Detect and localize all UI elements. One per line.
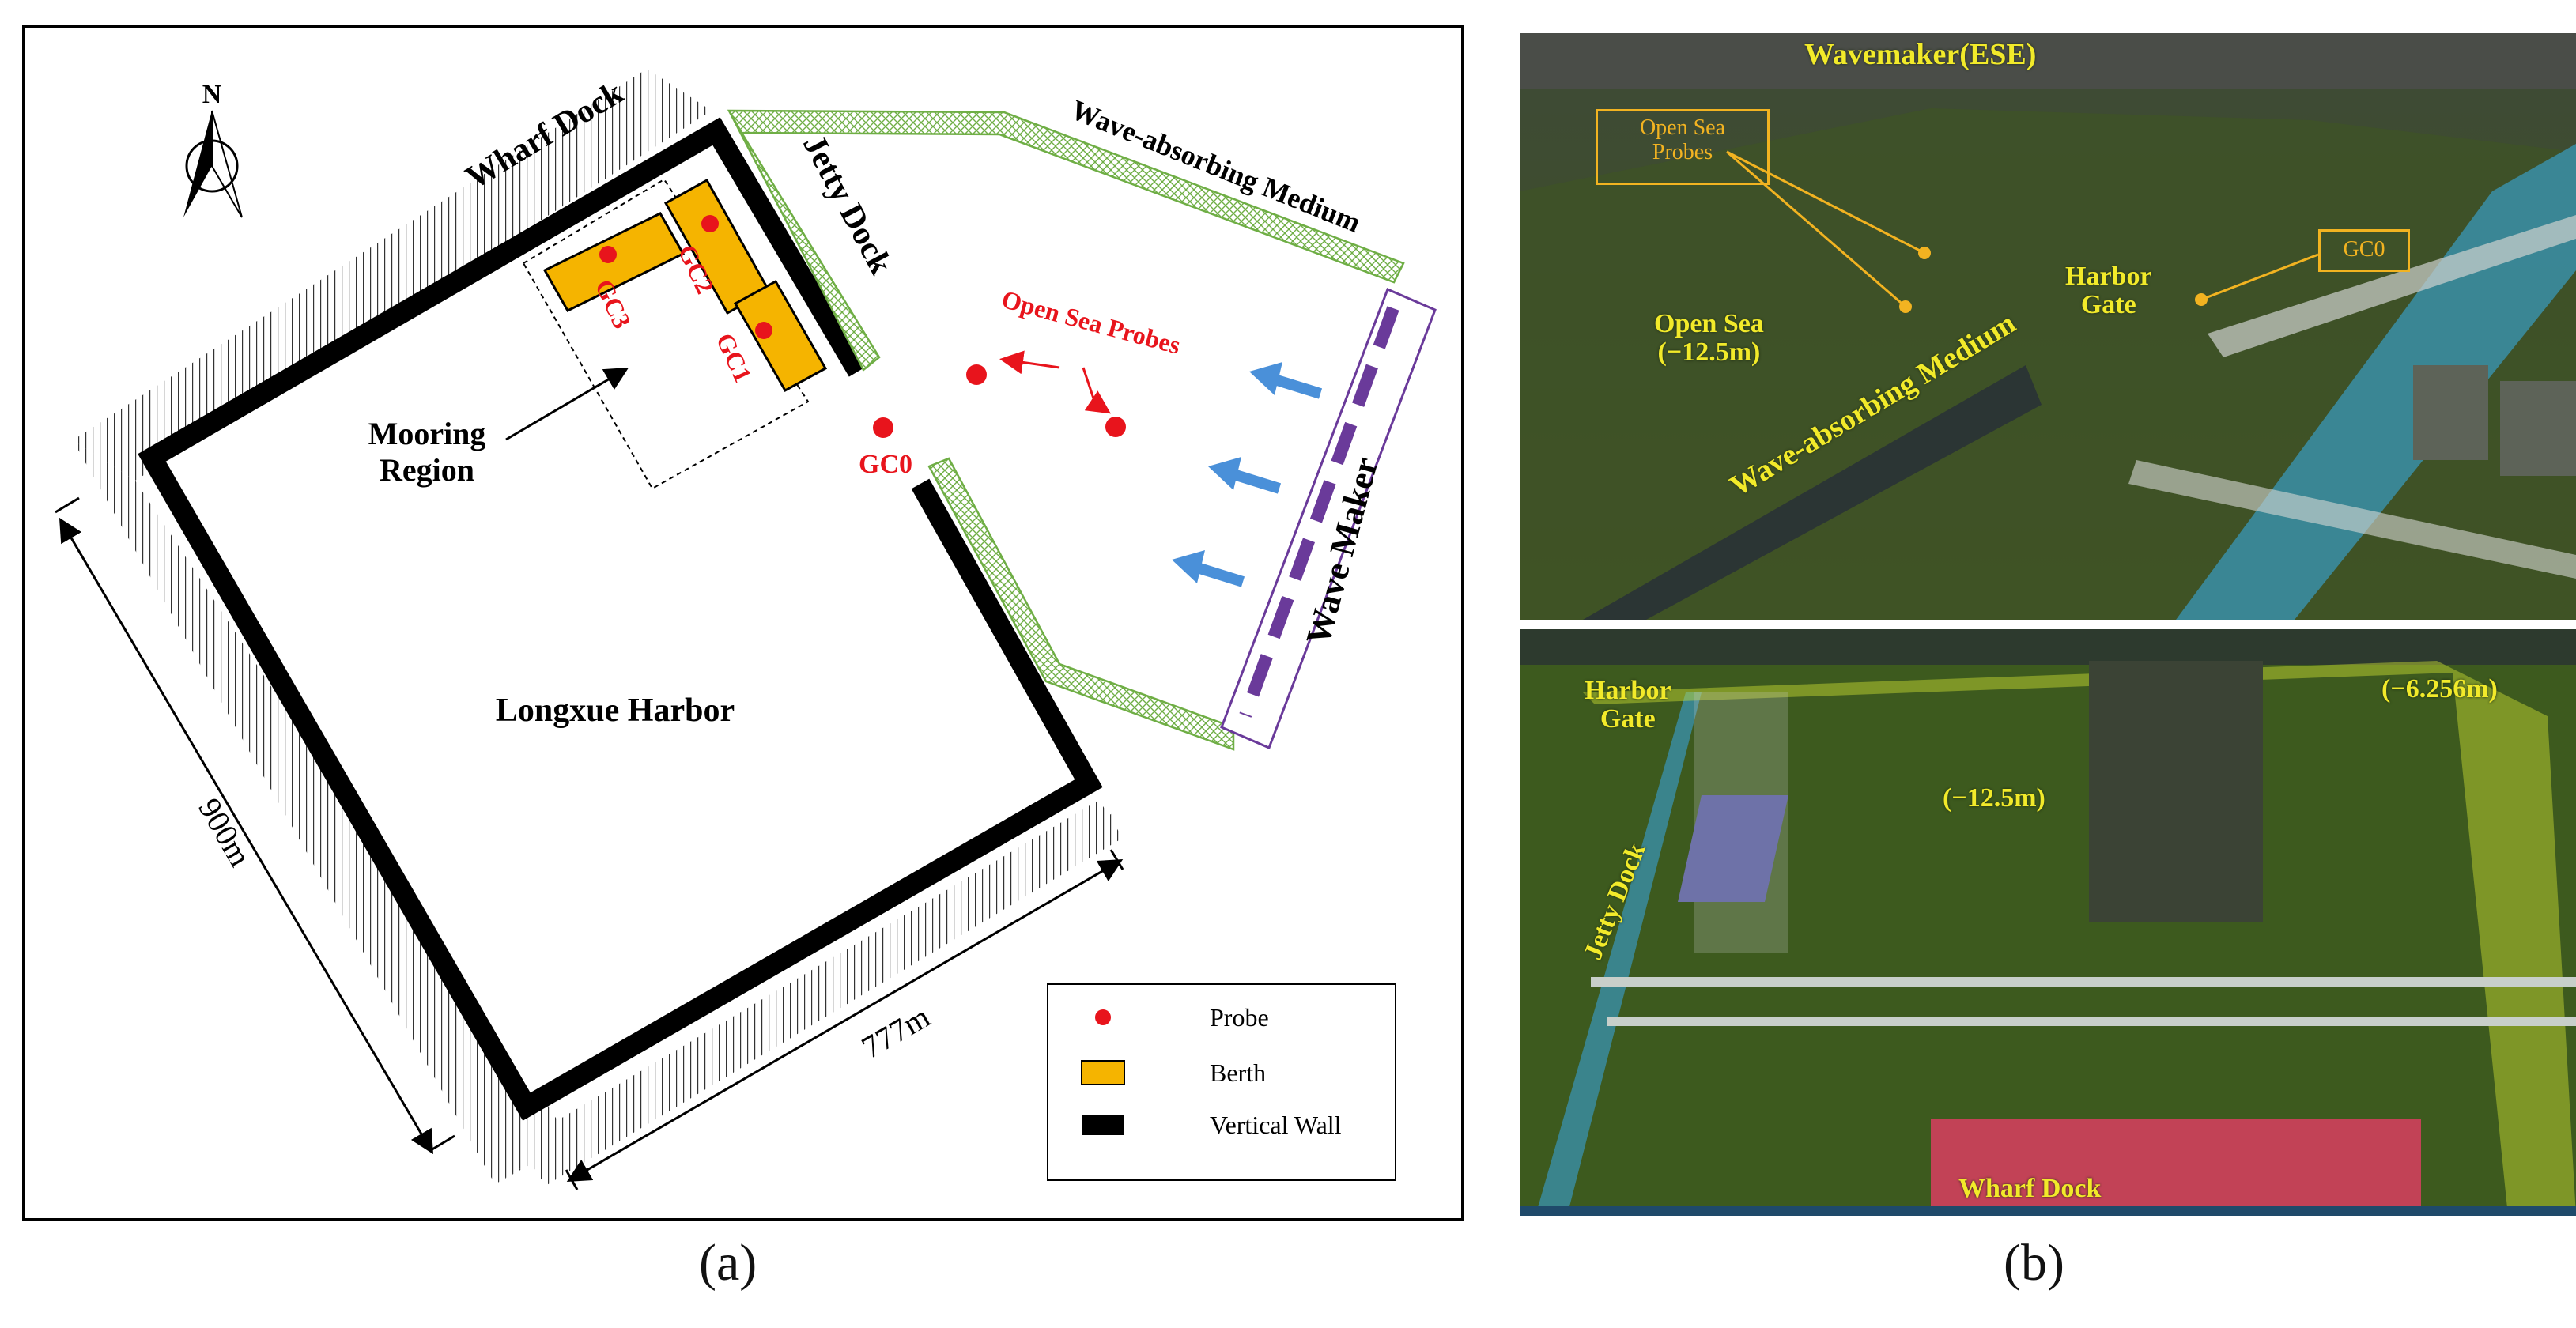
legend-wall-icon <box>1082 1115 1124 1135</box>
photo-harbor-basin: Harbor Gate (−6.256m) (−12.5m) Jetty Doc… <box>1520 629 2576 1216</box>
caption-a: (a) <box>699 1234 757 1292</box>
photo-open-sea: Wavemaker(ESE) Open Sea Probes GC0 Harbo… <box>1520 33 2576 620</box>
open-sea-probes-line2: Probes <box>1652 139 1713 164</box>
open-sea-label: Open Sea (−12.5m) <box>1654 310 1764 366</box>
wave-direction-arrows <box>1172 362 1323 587</box>
harbor-schematic: N Wharf Dock Jetty Dock Wave-absorbing M… <box>22 25 1464 1221</box>
north-arrow-icon <box>183 110 243 218</box>
legend-wall-label: Vertical Wall <box>1210 1111 1342 1139</box>
harbor-gate-line1: Harbor <box>2065 262 2152 291</box>
harbor-gate-bottom-line2: Gate <box>1600 704 1656 734</box>
north-label: N <box>202 80 222 109</box>
wave-absorbing-medium-band <box>727 109 1405 751</box>
wavemaker-label: Wavemaker(ESE) <box>1804 38 2037 71</box>
open-sea-probes-box: Open Sea Probes <box>1596 109 1770 185</box>
caption-b: (b) <box>2004 1234 2064 1292</box>
legend-probe-icon <box>1095 1009 1111 1025</box>
harbor-gate-line2: Gate <box>2080 289 2136 319</box>
mooring-region <box>522 178 810 490</box>
harbor-gate-bottom-line1: Harbor <box>1585 676 1671 705</box>
mooring-region-label-2: Region <box>380 452 474 488</box>
legend: Probe Berth Vertical Wall <box>1047 983 1396 1181</box>
mooring-pointer <box>505 367 629 441</box>
harbor-name-label: Longxue Harbor <box>496 692 735 729</box>
open-sea-line2: (−12.5m) <box>1657 337 1761 367</box>
gc0-box: GC0 <box>2318 229 2410 272</box>
depth-deep-label: (−12.5m) <box>1943 783 2045 813</box>
open-sea-line1: Open Sea <box>1654 309 1764 338</box>
dimension-lines <box>55 496 1124 1190</box>
wharf-dock-photo-label: Wharf Dock <box>1958 1174 2102 1203</box>
legend-probe-label: Probe <box>1210 1003 1269 1032</box>
harbor-gate-label: Harbor Gate <box>2065 262 2152 319</box>
berths <box>542 178 828 393</box>
legend-berth-label: Berth <box>1210 1058 1266 1087</box>
gc0-label: GC0 <box>859 450 912 479</box>
legend-berth-icon <box>1081 1060 1125 1085</box>
probe-callout-arrows <box>999 350 1111 414</box>
harbor-gate-bottom-label: Harbor Gate <box>1585 677 1671 733</box>
probes <box>599 215 1126 438</box>
depth-shallow-label: (−6.256m) <box>2381 674 2498 704</box>
open-sea-probes-line1: Open Sea <box>1639 115 1726 140</box>
wave-maker <box>1220 287 1437 750</box>
mooring-region-label-1: Mooring <box>368 416 486 451</box>
